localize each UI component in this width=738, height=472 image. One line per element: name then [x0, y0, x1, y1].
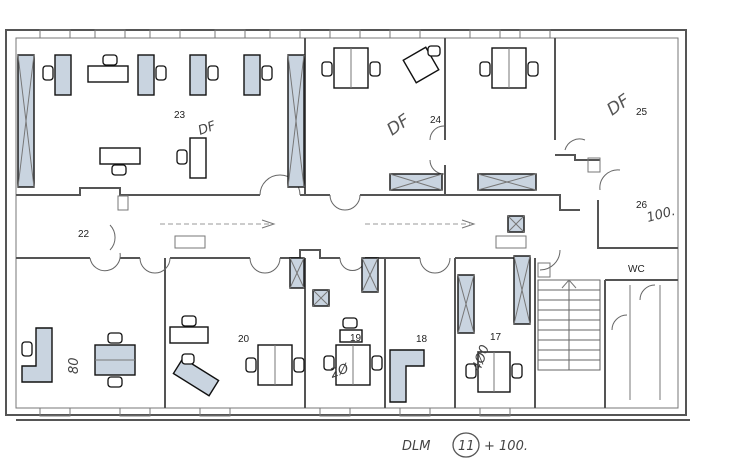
room-21-furniture: [21, 327, 136, 388]
doors: [89, 125, 656, 331]
footer-handwriting: DLM 11 + 100.: [402, 432, 528, 458]
room-label-20: 20: [238, 334, 250, 345]
footer-note-dlm: DLM: [402, 439, 430, 454]
room-label-24: 24: [430, 115, 442, 126]
handwriting-df-24: DF: [383, 110, 413, 140]
handwriting-df-23: DF: [196, 119, 218, 139]
room-18-furniture: [389, 349, 425, 403]
handwriting-note-19: 2Ø: [328, 361, 351, 382]
room-label-19: 19: [350, 333, 362, 344]
room-label-23: 23: [174, 110, 186, 121]
room-19-furniture: [312, 257, 383, 386]
room-label-26: 26: [636, 200, 648, 211]
room-24-furniture: [321, 45, 539, 191]
staircase: [537, 279, 601, 371]
handwriting-note-26: 100.: [645, 204, 677, 226]
room-label-wc: WC: [628, 264, 645, 275]
room-label-18: 18: [416, 334, 428, 345]
handwriting-note-21: 80: [67, 357, 82, 374]
windows: [39, 29, 551, 417]
footer-note-circled: 11: [458, 439, 475, 454]
corridor-items: [117, 157, 601, 278]
room-label-17: 17: [490, 332, 502, 343]
room-17-furniture: [457, 255, 531, 393]
room-label-22: 22: [78, 229, 90, 240]
corridor-walls: [16, 187, 580, 259]
footer-note-plus: + 100.: [484, 439, 528, 454]
room-20-furniture: [169, 257, 305, 397]
room-23-furniture: [17, 54, 305, 188]
room-label-25: 25: [636, 107, 648, 118]
handwriting-df-25: DF: [603, 90, 633, 120]
footer-circle: [452, 432, 480, 458]
